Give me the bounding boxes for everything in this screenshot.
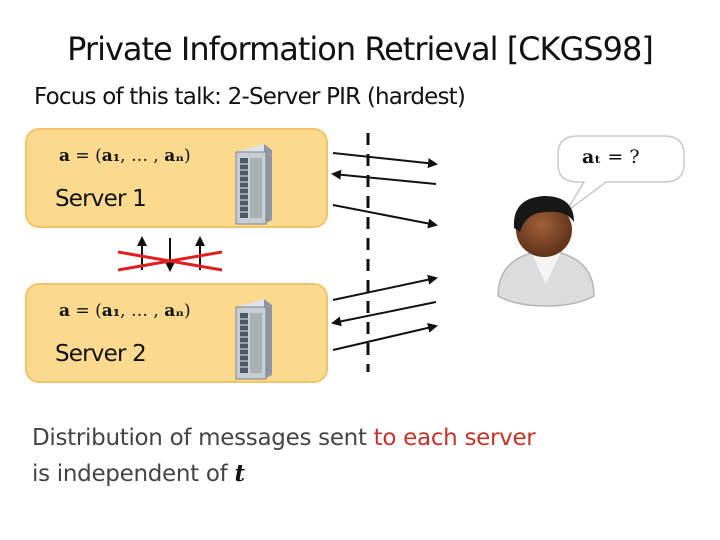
server-icon <box>235 144 272 225</box>
page-title: Private Information Retrieval [CKGS98] <box>67 30 654 68</box>
user-avatar-icon <box>497 196 595 307</box>
server-1-box: a = (a₁, … , aₙ) Server 1 <box>25 128 328 228</box>
server-2-box: a = (a₁, … , aₙ) Server 2 <box>25 283 328 383</box>
subtitle: Focus of this talk: 2-Server PIR (hardes… <box>34 84 466 110</box>
highlight-text: to each server <box>373 425 536 451</box>
server-1-label: Server 1 <box>55 186 147 212</box>
server-2-message-arrows <box>331 274 438 351</box>
server-2-label: Server 2 <box>55 341 147 367</box>
speech-bubble-text: aₜ = ? <box>582 146 640 168</box>
server-icon <box>235 299 272 380</box>
conclusion-text: Distribution of messages sent to each se… <box>32 425 536 487</box>
no-communication-cross-icon <box>117 250 223 272</box>
database-formula: a = (a₁, … , aₙ) <box>59 146 191 166</box>
server-1-message-arrows <box>331 152 438 229</box>
database-formula: a = (a₁, … , aₙ) <box>59 301 191 321</box>
variable-t: t <box>234 460 245 487</box>
